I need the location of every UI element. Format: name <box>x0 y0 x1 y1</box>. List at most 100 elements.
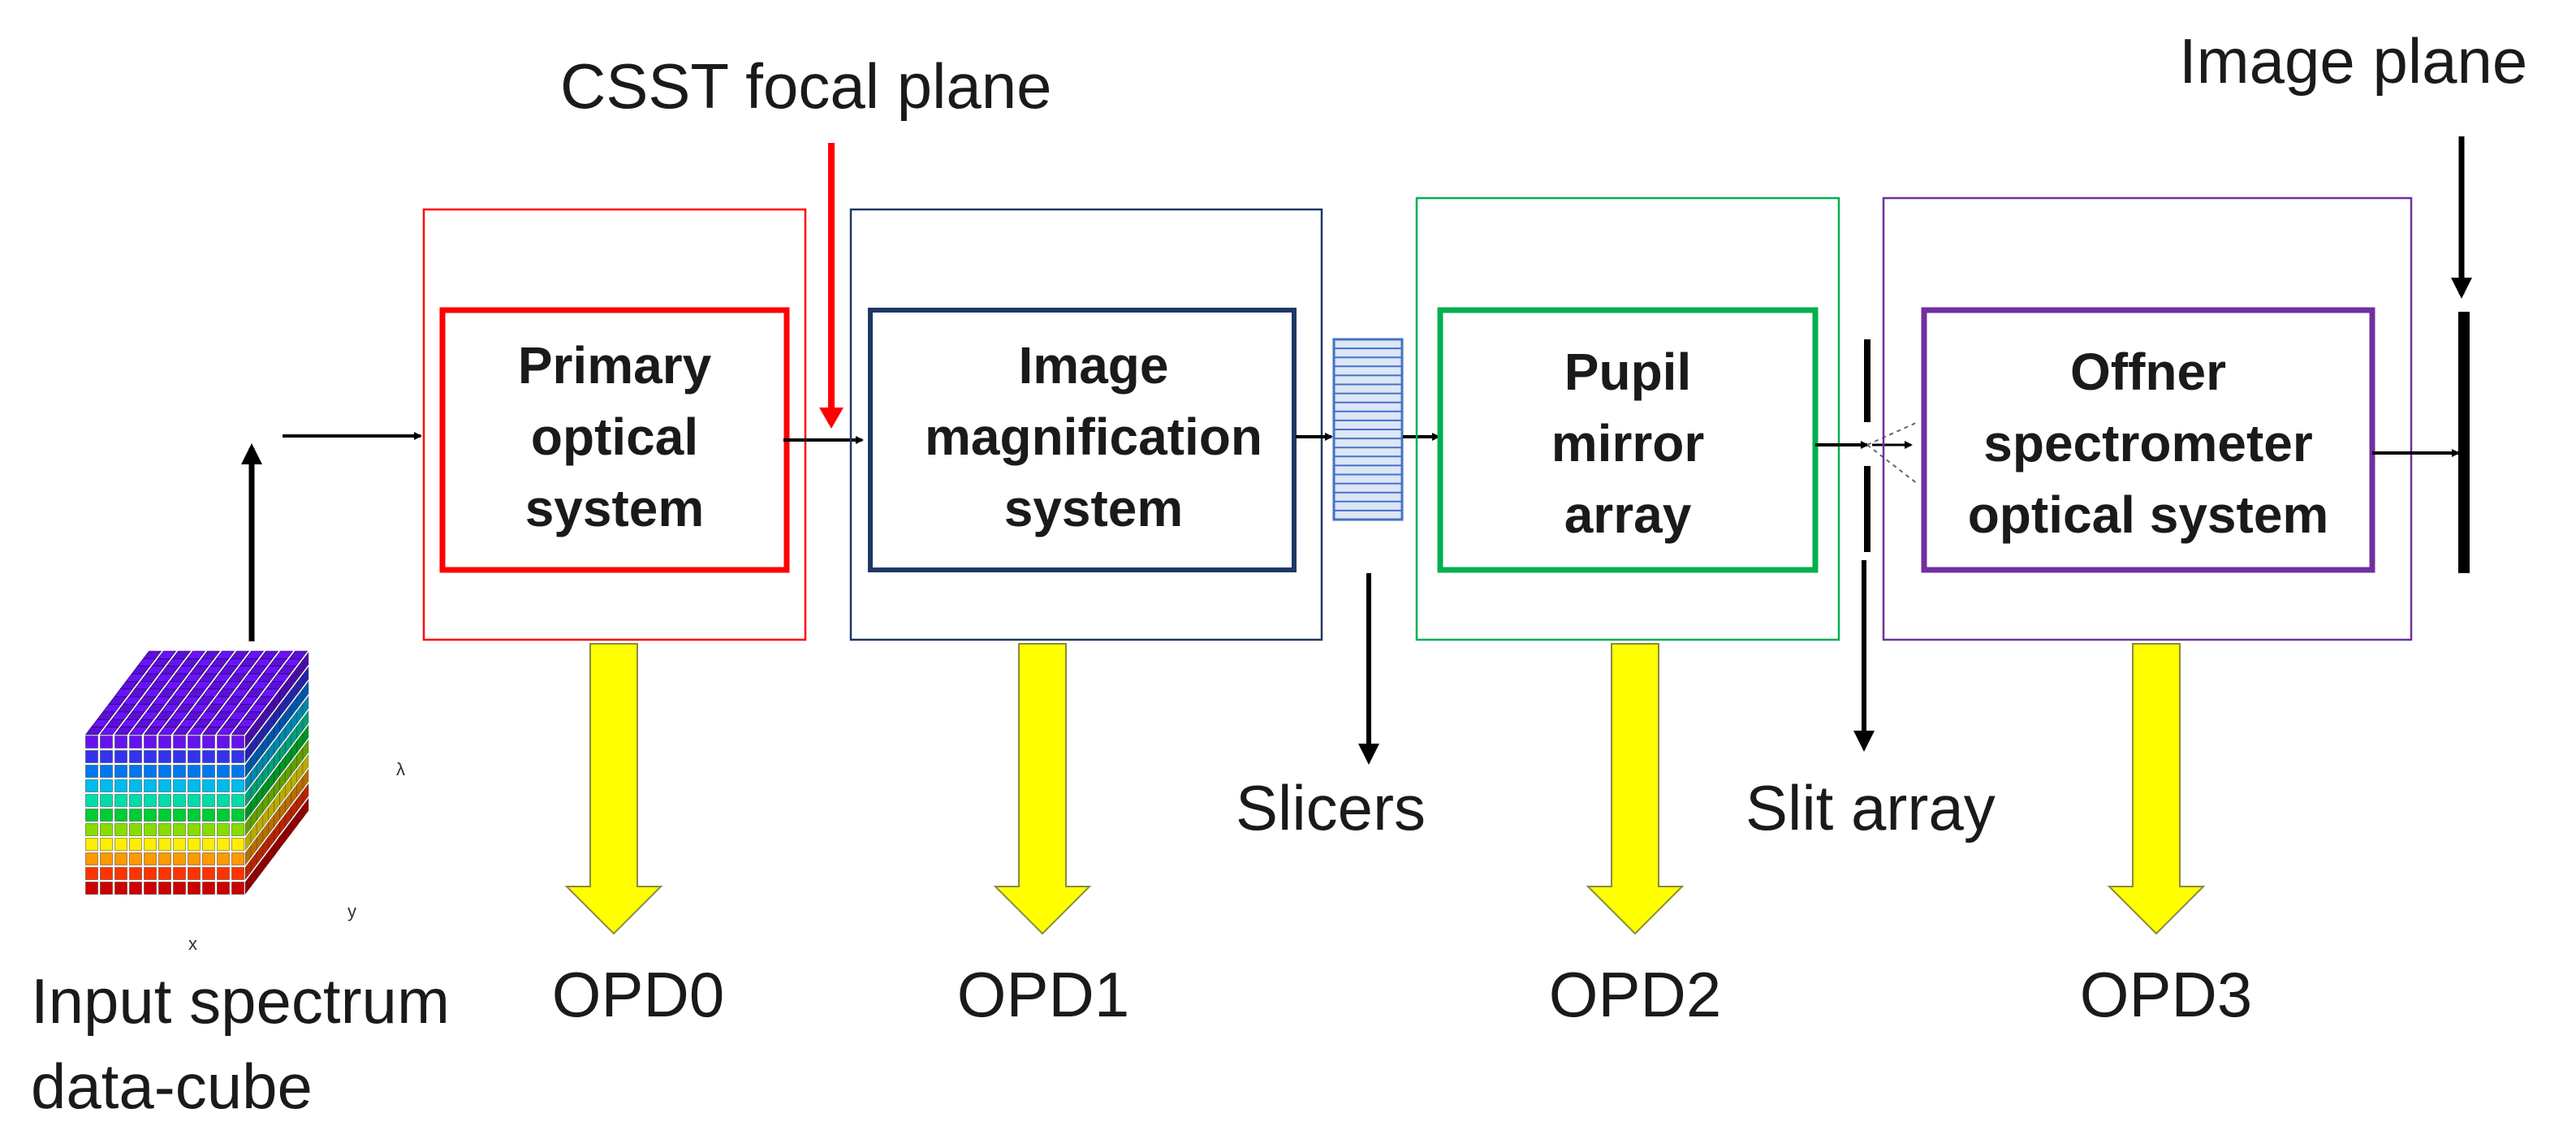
cube-front-cell <box>173 750 186 763</box>
cube-side-cell <box>302 783 309 805</box>
input-spectrum-label-line1: Input spectrum <box>31 965 450 1037</box>
cube-front-cell <box>114 823 127 836</box>
cube-side-cell <box>302 739 309 761</box>
offner-outer-box <box>1882 196 2413 641</box>
cube-front-cell <box>144 852 157 865</box>
cube-side-cell <box>302 710 309 731</box>
primary-label-line1: Primary <box>518 336 712 395</box>
slicers-stack <box>1332 338 1404 521</box>
offner-inner-box <box>1921 307 2375 573</box>
offner-label-line3: optical system <box>1968 485 2329 544</box>
cube-front-cell <box>100 779 113 792</box>
opd0-yellow-arrow <box>564 643 663 935</box>
cube-top-cell <box>231 727 251 736</box>
cube-front-cell <box>158 794 171 807</box>
cube-front-cell <box>202 779 215 792</box>
cube-front-cell <box>188 809 201 822</box>
opd-arrows-layer <box>564 643 2206 935</box>
cube-front-cell <box>144 823 157 836</box>
cube-front-cell <box>173 736 186 749</box>
cube-front-cell <box>173 779 186 792</box>
opd2-label: OPD2 <box>1549 959 1721 1030</box>
cube-front-cell <box>100 852 113 865</box>
cube-front-cell <box>202 838 215 851</box>
cube-front-cell <box>100 838 113 851</box>
pupil-label-line3: array <box>1564 485 1692 544</box>
cube-front-cell <box>231 779 244 792</box>
cube-front-cell <box>144 750 157 763</box>
cube-front-cell <box>114 852 127 865</box>
pupil-label-line1: Pupil <box>1564 343 1691 401</box>
pupil-label-line2: mirror <box>1551 414 1705 472</box>
cube-front-cell <box>217 779 230 792</box>
cube-front-cell <box>231 809 244 822</box>
cube-front-cell <box>202 750 215 763</box>
pupil-outer-box <box>1415 196 1840 641</box>
cube-front-cell <box>158 882 171 895</box>
cube-top-cell <box>114 727 134 736</box>
cube-front-cell <box>217 838 230 851</box>
cube-side-cell <box>302 666 309 688</box>
cube-front-cell <box>129 765 142 778</box>
input-data-cube-image <box>84 650 309 895</box>
cube-side-cell <box>302 680 309 702</box>
cube-side-cell <box>302 695 309 717</box>
cube-front-cell <box>144 794 157 807</box>
pupil-inner-box <box>1437 307 1819 573</box>
cube-front-cell <box>158 809 171 822</box>
opd1-yellow-arrow <box>993 643 1092 935</box>
cube-front-cell <box>158 838 171 851</box>
magnification-outer-box <box>849 208 1323 641</box>
cube-top-cell <box>216 727 236 736</box>
cube-side-cell <box>302 724 309 746</box>
cube-front-cell <box>100 765 113 778</box>
cube-axis-lambda-label: λ <box>396 759 405 779</box>
cube-front-cell <box>114 794 127 807</box>
cube-front-cell <box>114 750 127 763</box>
cube-top-cell <box>172 727 192 736</box>
cube-front-cell <box>217 867 230 880</box>
cube-front-cell <box>129 867 142 880</box>
cube-front-cell <box>85 750 98 763</box>
cube-top-cell <box>99 727 119 736</box>
cube-side-cell <box>302 768 309 790</box>
primary-outer-box <box>422 208 807 641</box>
cube-front-cell <box>231 867 244 880</box>
cube-front-cell <box>173 852 186 865</box>
cube-front-cell <box>129 838 142 851</box>
cube-front-cell <box>100 794 113 807</box>
cube-front-cell <box>100 809 113 822</box>
cube-front-cell <box>173 809 186 822</box>
cube-front-cell <box>85 765 98 778</box>
cube-front-cell <box>217 765 230 778</box>
cube-front-cell <box>202 823 215 836</box>
cube-front-cell <box>158 779 171 792</box>
opd3-yellow-arrow <box>2107 643 2206 935</box>
cube-front-cell <box>217 882 230 895</box>
cube-front-cell <box>188 794 201 807</box>
cube-front-cell <box>158 867 171 880</box>
cube-front-cell <box>217 809 230 822</box>
cube-top-cell <box>187 727 207 736</box>
cube-axis-y-label: y <box>347 901 356 921</box>
cube-front-cell <box>188 736 201 749</box>
cube-front-cell <box>85 838 98 851</box>
cube-front-cell <box>231 823 244 836</box>
cube-front-cell <box>158 736 171 749</box>
cube-front-cell <box>173 882 186 895</box>
cube-front-cell <box>173 823 186 836</box>
cube-front-cell <box>100 823 113 836</box>
cube-front-cell <box>114 867 127 880</box>
cube-front-cell <box>202 794 215 807</box>
cube-top-cell <box>84 727 105 736</box>
opd3-label: OPD3 <box>2080 959 2252 1030</box>
cube-front-cell <box>188 750 201 763</box>
cube-front-cell <box>85 736 98 749</box>
cube-front-cell <box>173 867 186 880</box>
cube-front-cell <box>100 750 113 763</box>
cube-front-cell <box>231 838 244 851</box>
cube-front-cell <box>231 765 244 778</box>
cube-front-cell <box>231 882 244 895</box>
offner-label-line2: spectrometer <box>1983 414 2313 472</box>
cube-front-cell <box>217 794 230 807</box>
